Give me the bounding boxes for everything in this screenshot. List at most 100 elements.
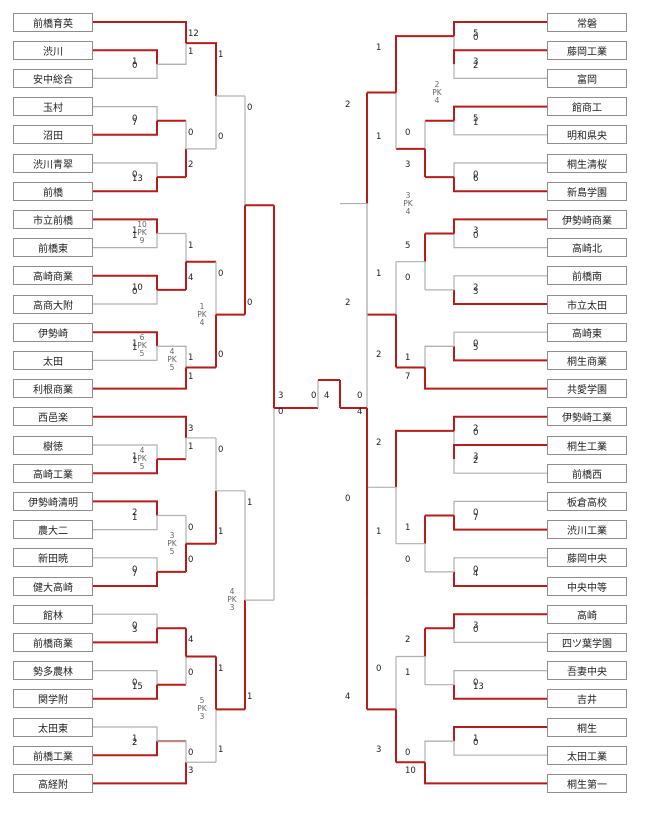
match-line: [453, 233, 547, 249]
team-box: 常磐: [547, 12, 627, 32]
score-top: 0: [247, 103, 253, 114]
score-bottom: 1: [132, 230, 138, 241]
score-top: 2: [376, 437, 382, 448]
score-bottom: 0: [218, 131, 224, 142]
bracket-line: [157, 740, 187, 763]
team-box: 館商工: [547, 97, 627, 117]
team-box: 前橋西: [547, 463, 627, 483]
score-top: 1: [132, 57, 138, 68]
team-box: 富岡: [547, 68, 627, 88]
team-box: 沼田: [13, 125, 93, 145]
score-bottom: 13: [132, 174, 143, 185]
score-bottom: 2: [132, 738, 138, 749]
score-final-left: 0: [311, 391, 317, 401]
match-line: [453, 120, 547, 136]
score-bottom: 4: [473, 569, 479, 579]
match-line: [93, 105, 158, 121]
score-top: 0: [405, 127, 411, 138]
score-bottom: 7: [132, 569, 138, 579]
score-top: 1: [218, 50, 224, 61]
team-box: 太田東: [13, 717, 93, 737]
team-box: 桐生商業: [547, 350, 627, 370]
match-line: [93, 669, 158, 685]
match-line: [93, 177, 158, 193]
score-top: 1: [247, 497, 253, 508]
team-box: 渋川青翠: [13, 153, 93, 173]
score-top: 0: [345, 494, 351, 505]
score-bottom: 1: [473, 117, 479, 128]
team-box: 桐生第一: [547, 773, 627, 793]
score-bottom: 7: [405, 371, 411, 382]
team-box: 共愛学園: [547, 379, 627, 399]
match-line: [453, 628, 547, 644]
team-box: 太田工業: [547, 745, 627, 765]
bracket-line: [395, 35, 425, 93]
team-box: 藤岡中央: [547, 548, 627, 568]
match-line: [93, 162, 158, 178]
score-bottom: 0: [132, 287, 138, 297]
match-line: [93, 459, 158, 475]
team-box: 吾妻中央: [547, 661, 627, 681]
score-top: 1: [405, 522, 411, 533]
score-top: 0: [473, 677, 479, 688]
bracket-line: [157, 43, 187, 65]
bracket-line: [395, 429, 425, 488]
match-line: [93, 289, 158, 305]
team-box: 太田: [13, 350, 93, 370]
score-top: 0: [218, 444, 224, 455]
team-box: 安中総合: [13, 68, 93, 88]
match-line: [453, 459, 547, 474]
match-line: [453, 571, 547, 587]
score-bottom: 7: [132, 117, 138, 128]
team-box: 四ツ葉学園: [547, 632, 627, 652]
bracket-line: [424, 367, 547, 390]
match-line: [453, 415, 547, 431]
score-bottom: 0: [473, 230, 479, 241]
score-top: 3: [473, 452, 479, 462]
team-box: 勢多農林: [13, 661, 93, 681]
team-box: 高崎工業: [13, 463, 93, 483]
team-box: 高商大附: [13, 294, 93, 314]
match-line: [453, 444, 547, 460]
score-bottom: 4: [357, 407, 363, 417]
score-top: 0: [218, 268, 224, 279]
team-box: 板倉高校: [547, 491, 627, 511]
team-box: 前橋育英: [13, 12, 93, 32]
bracket-line: [93, 21, 187, 44]
match-line: [453, 21, 547, 37]
match-line: [93, 274, 158, 290]
score-top: 0: [132, 564, 138, 575]
team-box: 藤岡工業: [547, 40, 627, 60]
score-top: 0: [473, 564, 479, 575]
bracket-line: [93, 367, 187, 390]
score-top: 12: [188, 29, 199, 39]
score-bottom: 0: [473, 625, 479, 636]
score-top: 2: [405, 635, 411, 646]
score-top: 2: [473, 423, 479, 434]
match-line: [453, 515, 547, 531]
team-box: 高崎商業: [13, 266, 93, 286]
team-box: 前橋工業: [13, 745, 93, 765]
score-top: 3: [278, 391, 284, 401]
team-box: 桐生工業: [547, 435, 627, 455]
match-line: [93, 218, 158, 234]
score-top: 3: [473, 226, 479, 237]
score-top: 3: [473, 621, 479, 632]
match-line: [453, 557, 547, 572]
score-bottom: 0: [188, 667, 194, 678]
bracket-line: [424, 740, 454, 763]
team-box: 前橋: [13, 181, 93, 201]
score-top: 1: [132, 339, 138, 350]
score-bottom: 1: [132, 343, 138, 354]
team-box: 関学附: [13, 689, 93, 709]
team-box: 伊勢崎商業: [547, 209, 627, 229]
team-box: 高崎北: [547, 238, 627, 258]
score-top: 1: [132, 734, 138, 744]
team-box: 新島学園: [547, 181, 627, 201]
